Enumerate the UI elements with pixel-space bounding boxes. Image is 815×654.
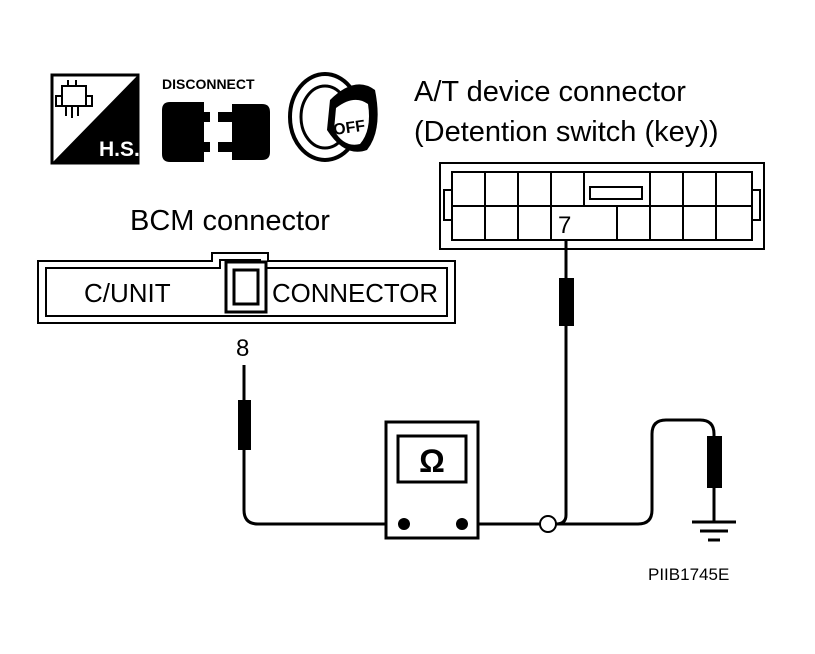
- ohmmeter: [384, 420, 480, 540]
- bcm-connector: [37, 252, 456, 324]
- at-connector-title-line1: A/T device connector: [414, 76, 686, 108]
- ohm-symbol: Ω: [419, 443, 445, 479]
- meter-terminal-right: [456, 518, 468, 530]
- ground-icon: [692, 488, 736, 542]
- lead-junction: [539, 515, 557, 533]
- at-probe: [559, 278, 574, 326]
- harness-label: H.S.: [99, 138, 140, 161]
- meter-terminal-left: [398, 518, 410, 530]
- ignition-label: OFF: [332, 118, 366, 139]
- at-connector-pin: 7: [558, 212, 571, 239]
- disconnect-icon: DISCONNECT: [162, 76, 270, 162]
- ignition-off-icon: OFF: [288, 72, 378, 162]
- at-connector-title-line2: (Detention switch (key)): [414, 116, 719, 148]
- bcm-left-label: C/UNIT: [84, 278, 171, 308]
- disconnect-label: DISCONNECT: [162, 76, 255, 92]
- bcm-connector-title: BCM connector: [130, 205, 330, 237]
- harness-sensor-icon: H.S.: [50, 73, 140, 165]
- bcm-right-label: CONNECTOR: [272, 278, 438, 308]
- at-device-connector: [439, 162, 765, 250]
- bcm-probe: [238, 400, 251, 450]
- ground-probe: [707, 436, 722, 488]
- figure-id: PIIB1745E: [648, 565, 729, 584]
- bcm-connector-pin: 8: [236, 335, 249, 362]
